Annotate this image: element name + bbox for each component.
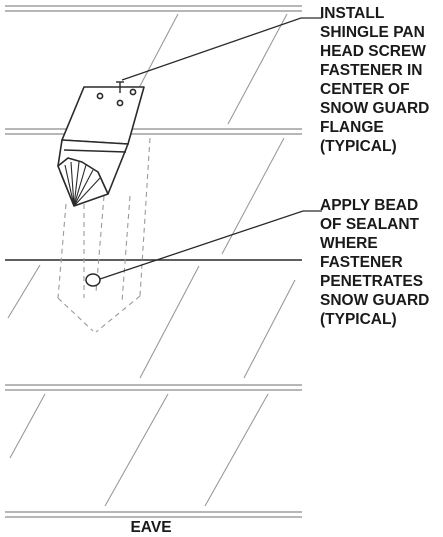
shingle-course-lines xyxy=(5,5,302,518)
sealant-bead xyxy=(85,273,101,287)
diagonal xyxy=(227,13,288,125)
dashed-line xyxy=(121,195,131,303)
leader-lines xyxy=(99,17,322,280)
flange-hole-left xyxy=(96,92,104,100)
diagonal xyxy=(104,393,169,507)
dashed-line xyxy=(57,297,94,332)
flange-hole-center xyxy=(116,99,124,107)
callout-apply-sealant: APPLY BEAD OF SEALANT WHERE FASTENER PEN… xyxy=(320,197,430,328)
snow-guard-fold xyxy=(63,149,127,153)
diagonal xyxy=(9,393,46,459)
diagonal xyxy=(139,265,200,379)
hidden-outline-dashed xyxy=(57,137,151,333)
flange-hole-right xyxy=(129,88,137,96)
dashed-line xyxy=(95,195,105,293)
callout-install-fastener: INSTALL SHINGLE PAN HEAD SCREW FASTENER … xyxy=(320,5,430,155)
dashed-line xyxy=(139,137,151,297)
diagonal xyxy=(7,264,41,319)
diagonal xyxy=(221,137,285,255)
leader-sealant xyxy=(99,210,322,280)
snow-guard xyxy=(57,86,145,207)
snow-guard-flutes xyxy=(59,161,101,207)
diagonal xyxy=(243,279,296,379)
leader-fastener xyxy=(121,17,322,81)
fastener-screw xyxy=(116,81,124,93)
diagonal xyxy=(204,393,269,507)
eave-label: EAVE xyxy=(130,519,172,536)
dashed-line xyxy=(57,203,67,299)
dashed-line xyxy=(95,295,141,333)
